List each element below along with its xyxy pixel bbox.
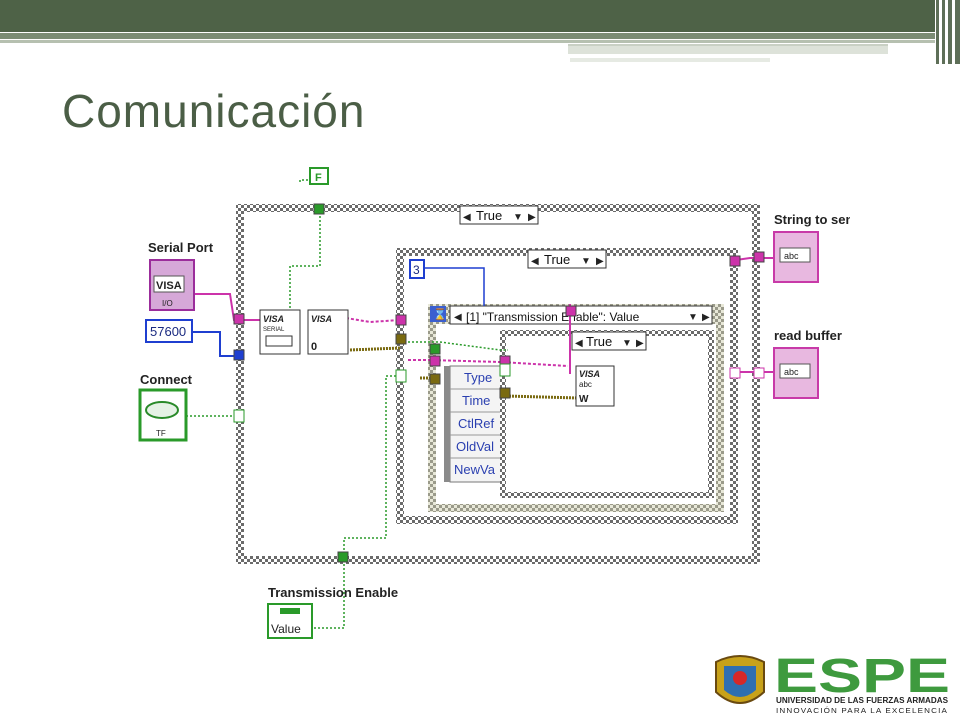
visa-read-w: W bbox=[579, 394, 589, 405]
read-buffer-abc: abc bbox=[784, 367, 799, 377]
event-data-time: Time bbox=[462, 393, 490, 408]
header-bar bbox=[0, 0, 935, 32]
event-case-selector[interactable]: ⌛ ◀ [1] "Transmission Enable": Value ▼ ▶ bbox=[430, 305, 713, 325]
visa-configure-serial-node[interactable]: VISA SERIAL bbox=[259, 309, 301, 355]
header-accent-thin bbox=[570, 58, 770, 62]
visa-read-title: VISA bbox=[579, 369, 600, 379]
header-right-bars bbox=[936, 0, 960, 64]
svg-text:◀: ◀ bbox=[531, 256, 539, 267]
header-bar-stripe-light bbox=[0, 40, 935, 43]
labview-block-diagram: ◀ True ▼ ▶ ◀ True ▼ ▶ ⌛ ◀ [1] "Transmiss… bbox=[138, 167, 850, 639]
espe-logo-name: ESPE bbox=[774, 650, 950, 703]
string-to-send-indicator[interactable]: String to send abc bbox=[773, 212, 850, 283]
serial-port-io: I/O bbox=[162, 299, 173, 308]
event-data-node: Type Time CtlRef OldVal NewVa bbox=[444, 365, 507, 483]
svg-text:◀: ◀ bbox=[454, 312, 462, 323]
event-data-oldval: OldVal bbox=[456, 439, 494, 454]
constant-3[interactable]: 3 bbox=[409, 259, 425, 279]
espe-crest-icon bbox=[715, 655, 765, 704]
svg-text:▼: ▼ bbox=[622, 338, 632, 349]
svg-text:⌛: ⌛ bbox=[433, 308, 447, 321]
visa-read-abc: abc bbox=[579, 380, 592, 389]
svg-text:▶: ▶ bbox=[636, 338, 644, 349]
event-data-type: Type bbox=[464, 370, 492, 385]
event-data-newval: NewVa bbox=[454, 462, 496, 477]
svg-text:◀: ◀ bbox=[575, 338, 583, 349]
espe-logo-line1: UNIVERSIDAD DE LAS FUERZAS ARMADAS bbox=[776, 696, 949, 705]
read-buffer-indicator[interactable]: read buffer abc bbox=[773, 328, 842, 399]
connect-tf: TF bbox=[156, 429, 166, 438]
visa-serial-subtitle: SERIAL bbox=[263, 327, 285, 333]
svg-text:▶: ▶ bbox=[596, 256, 604, 267]
transmission-enable-control[interactable]: Transmission Enable Value bbox=[267, 585, 398, 639]
innermost-case-frame bbox=[500, 330, 714, 498]
transmission-enable-label: Transmission Enable bbox=[268, 585, 398, 600]
connect-control[interactable]: Connect TF bbox=[138, 372, 193, 442]
event-data-ctlref: CtlRef bbox=[458, 416, 495, 431]
false-constant-label: F bbox=[315, 172, 322, 184]
visa-serial-title: VISA bbox=[263, 314, 284, 324]
svg-text:▼: ▼ bbox=[513, 212, 523, 223]
string-to-send-label: String to send bbox=[774, 212, 850, 227]
espe-logo: ESPE UNIVERSIDAD DE LAS FUERZAS ARMADAS … bbox=[715, 650, 950, 715]
visa-read-node[interactable]: VISA abc W bbox=[575, 365, 615, 407]
serial-port-visa: VISA bbox=[156, 280, 182, 292]
read-buffer-label: read buffer bbox=[774, 328, 842, 343]
svg-text:▼: ▼ bbox=[688, 312, 698, 323]
baud-rate-constant[interactable]: 57600 bbox=[145, 319, 193, 343]
header-bar-stripe bbox=[0, 33, 935, 39]
espe-logo-line2: INNOVACIÓN PARA LA EXCELENCIA bbox=[776, 706, 948, 715]
svg-text:◀: ◀ bbox=[463, 212, 471, 223]
innermost-case-selector[interactable]: ◀ True ▼ ▶ bbox=[571, 331, 647, 351]
false-constant[interactable]: F bbox=[309, 167, 329, 185]
visa-write-node[interactable]: VISA 0 bbox=[307, 309, 349, 355]
outer-case-selector[interactable]: ◀ True ▼ ▶ bbox=[459, 205, 539, 225]
constant-3-value: 3 bbox=[413, 263, 420, 277]
visa-write-zero: 0 bbox=[311, 341, 317, 353]
serial-port-label: Serial Port bbox=[148, 240, 214, 255]
header-accent bbox=[568, 44, 888, 54]
connect-label: Connect bbox=[140, 372, 193, 387]
innermost-case-label: True bbox=[586, 334, 612, 349]
svg-text:▶: ▶ bbox=[528, 212, 536, 223]
svg-text:▶: ▶ bbox=[702, 312, 710, 323]
visa-write-title: VISA bbox=[311, 314, 332, 324]
transmission-enable-value: Value bbox=[271, 622, 301, 636]
svg-text:▼: ▼ bbox=[581, 256, 591, 267]
serial-port-control[interactable]: Serial Port VISA I/O bbox=[148, 240, 214, 311]
tunnels bbox=[233, 203, 765, 563]
string-to-send-abc: abc bbox=[784, 251, 799, 261]
inner-case-selector[interactable]: ◀ True ▼ ▶ bbox=[527, 249, 607, 269]
baud-rate-value: 57600 bbox=[150, 324, 186, 339]
event-case-label: [1] "Transmission Enable": Value bbox=[466, 310, 640, 324]
outer-case-label: True bbox=[476, 208, 502, 223]
inner-case-label: True bbox=[544, 252, 570, 267]
slide-title: Comunicación bbox=[62, 85, 366, 137]
